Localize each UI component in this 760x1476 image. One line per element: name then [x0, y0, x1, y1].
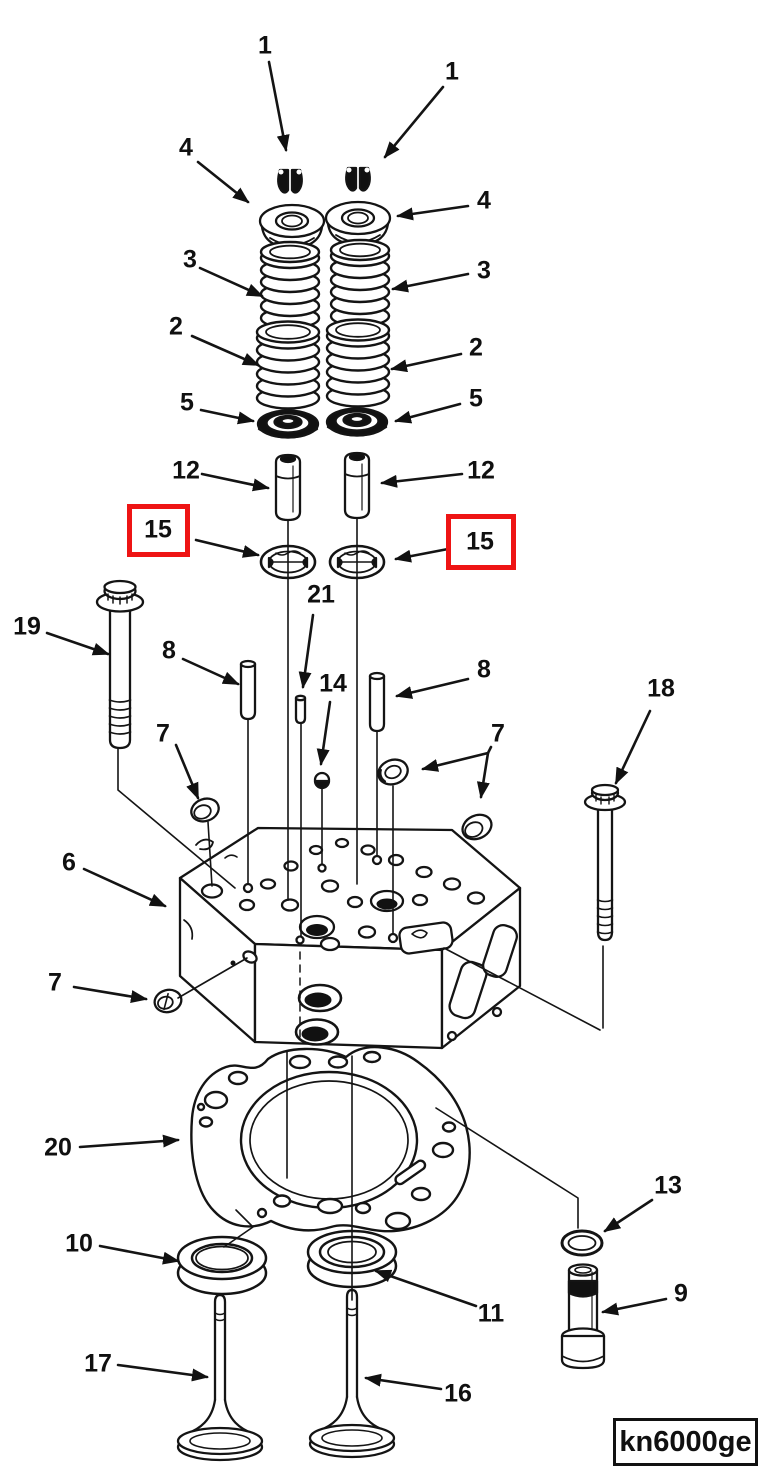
callout-19: 19	[13, 612, 41, 641]
callout-1-right: 1	[445, 57, 459, 86]
callout-14: 14	[319, 669, 347, 698]
head-gasket	[190, 1045, 471, 1233]
callout-2-left: 2	[169, 312, 183, 341]
spring-seats	[256, 407, 389, 439]
inner-valve-springs	[255, 318, 391, 410]
callout-12-left: 12	[172, 456, 200, 485]
callout-3-right: 3	[477, 256, 491, 285]
callout-12-right: 12	[467, 456, 495, 485]
callout-15-right[interactable]: 15	[466, 527, 494, 556]
valve-guides	[274, 451, 371, 522]
o-ring	[560, 1229, 604, 1257]
callout-7-right: 7	[491, 719, 505, 748]
valve-seat-inserts	[176, 1229, 398, 1296]
exhaust-valve	[176, 1293, 264, 1462]
callout-3-left: 3	[183, 245, 197, 274]
callout-15-left[interactable]: 15	[144, 515, 172, 544]
spring-retainers	[258, 200, 392, 250]
callout-18: 18	[647, 674, 675, 703]
callout-4-right: 4	[477, 186, 491, 215]
callout-16: 16	[444, 1379, 472, 1408]
valve-stem-seals	[259, 544, 386, 580]
callout-1-left: 1	[258, 31, 272, 60]
callout-11: 11	[477, 1299, 505, 1328]
callout-arrows	[45, 60, 668, 1391]
injector-sleeve	[560, 1263, 606, 1370]
callout-7-top-left: 7	[156, 719, 170, 748]
head-bolt-long	[95, 579, 145, 750]
outer-valve-springs	[259, 238, 391, 330]
highlight-box-15-left[interactable]	[127, 504, 190, 557]
callout-4-left: 4	[179, 133, 193, 162]
callout-6: 6	[62, 848, 76, 877]
callout-5-left: 5	[180, 388, 194, 417]
head-bolt-right	[583, 783, 627, 942]
leader-lines	[117, 518, 604, 1301]
callout-9: 9	[674, 1279, 688, 1308]
valve-keepers	[277, 166, 371, 194]
callout-13: 13	[654, 1171, 682, 1200]
figure-code-label: kn6000ge	[613, 1418, 758, 1466]
callout-21: 21	[307, 580, 335, 609]
callout-2-right: 2	[469, 333, 483, 362]
callout-20: 20	[44, 1133, 72, 1162]
callout-8-left: 8	[162, 636, 176, 665]
callout-10: 10	[65, 1229, 93, 1258]
callout-17: 17	[84, 1349, 112, 1378]
dowel-pins	[239, 659, 386, 733]
dowel-pin-small	[294, 694, 307, 725]
highlight-box-15-right[interactable]	[446, 514, 516, 570]
callout-8-right: 8	[477, 655, 491, 684]
cylinder-head	[178, 826, 522, 1050]
callout-7-bottom-left: 7	[48, 968, 62, 997]
set-ball	[313, 771, 331, 790]
cup-plugs	[153, 758, 493, 1014]
intake-valve	[308, 1288, 396, 1459]
callout-5-right: 5	[469, 384, 483, 413]
